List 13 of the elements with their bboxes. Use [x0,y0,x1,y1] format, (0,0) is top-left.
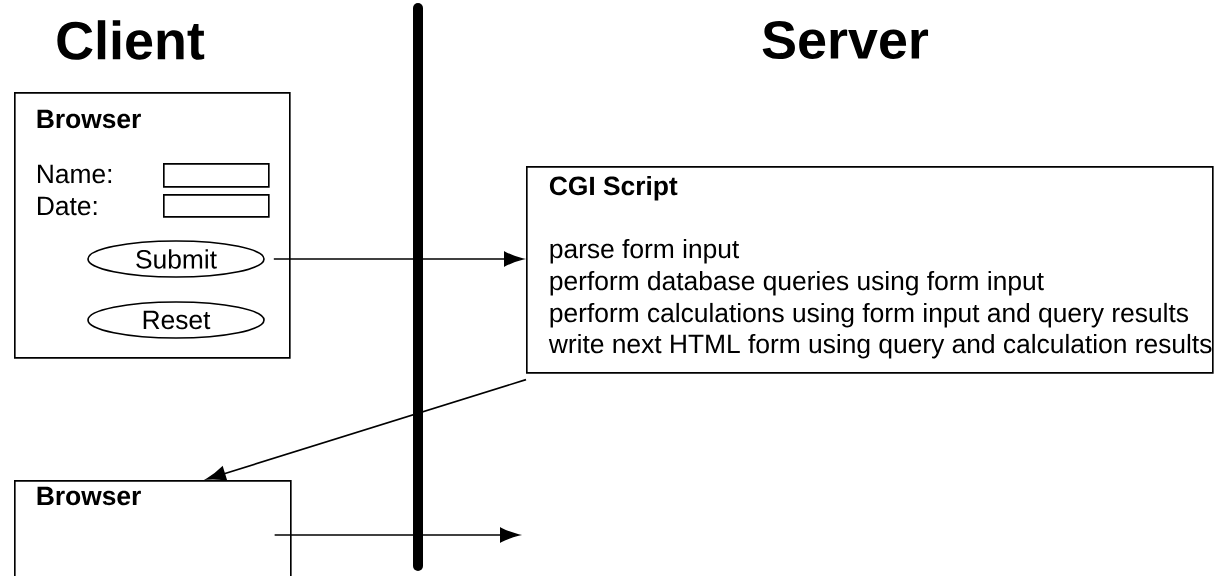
oval-button: Reset [87,301,265,339]
field-label: Name: [38,164,112,184]
side-heading: Server [762,20,929,60]
side-heading: Client [57,20,205,60]
field-label: Date: [38,196,97,216]
input-field [163,194,270,218]
window-box: CGI Script parse form input perform database queries using form input perform calculations using form input and query results write next HTML form using query and calculation results [526,166,1214,374]
oval-button: Submit [87,240,265,278]
arrow [273,251,524,267]
arrow [206,378,527,481]
arrow [273,527,520,543]
window-box: Browser [14,480,292,576]
input-field [163,163,270,188]
